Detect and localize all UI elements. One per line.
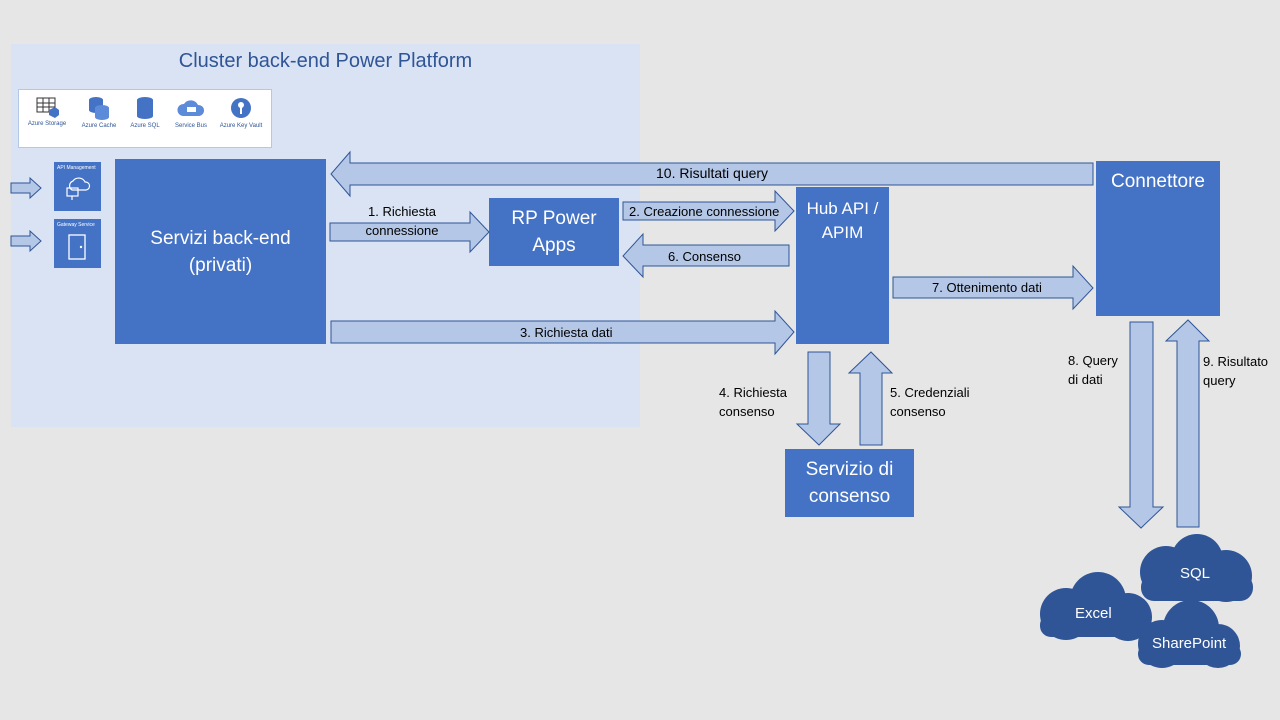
service-azure-storage: Azure Storage [21, 96, 73, 127]
arrow-step-3 [330, 309, 795, 356]
step-3-label: 3. Richiesta dati [520, 325, 613, 340]
arrow-step-6 [622, 232, 790, 279]
azure-services-strip: Azure Storage Azure Cache Azure SQL Serv… [18, 89, 272, 148]
service-azure-cache: Azure Cache [73, 96, 125, 129]
service-service-bus: Service Bus [165, 96, 217, 129]
database-icon [89, 97, 109, 120]
gateway-service-box: Gateway Service [54, 219, 101, 268]
arrow-step-4 [795, 351, 842, 446]
api-management-box: API Management [54, 162, 101, 211]
step-6-label: 6. Consenso [668, 249, 741, 264]
excel-label: Excel [1075, 605, 1112, 622]
sql-cloud-icon [1140, 534, 1253, 602]
arrow-step-8 [1117, 321, 1165, 529]
sharepoint-cloud-icon [1138, 600, 1241, 668]
arrow-step-2 [622, 189, 795, 233]
cloud-icon [177, 100, 205, 116]
arrow-step-10 [330, 150, 1094, 198]
backend-services-box: Servizi back-end(privati) [115, 159, 326, 344]
service-azure-key-vault: Azure Key Vault [215, 96, 267, 129]
step-7-label: 7. Ottenimento dati [932, 280, 1042, 295]
key-icon [231, 98, 251, 118]
cluster-title: Cluster back-end Power Platform [178, 50, 473, 72]
arrow-step-9 [1164, 319, 1211, 528]
grid-icon [36, 97, 59, 118]
step-2-label: 2. Creazione connessione [629, 204, 780, 219]
step-10-label: 10. Risultati query [656, 165, 769, 181]
sql-label: SQL [1180, 565, 1211, 582]
connector-box: Connettore [1096, 161, 1220, 316]
arrow-step-5 [847, 351, 894, 446]
service-azure-sql: Azure SQL [119, 96, 171, 129]
api-management-icon [66, 177, 91, 200]
database-icon [137, 97, 153, 119]
api-hub-box: Hub API /APIM [796, 187, 889, 344]
incoming-arrow-api [10, 176, 42, 200]
sharepoint-label: SharePoint [1152, 635, 1227, 652]
incoming-arrow-gateway [10, 229, 42, 253]
arrow-step-1 [329, 210, 490, 254]
door-icon [68, 234, 86, 260]
excel-cloud-icon [1040, 572, 1152, 641]
arrow-step-7 [892, 264, 1094, 311]
